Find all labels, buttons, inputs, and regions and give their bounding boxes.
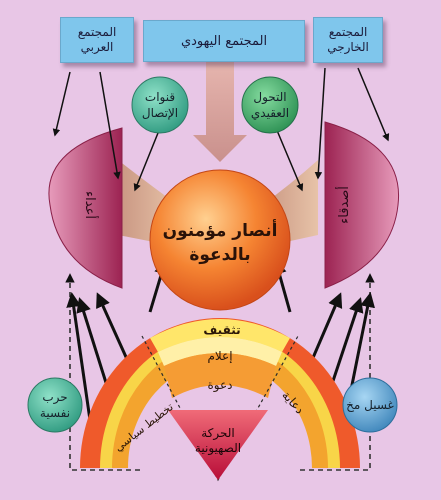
- arab-community-line-1: المجتمع: [77, 25, 117, 39]
- arrow-dome-to-enemies-1: [66, 292, 92, 421]
- arrow-ideology-to-cone: [275, 127, 304, 192]
- feedback-loop-left: [65, 273, 140, 471]
- ideology-label-1: التحول: [253, 90, 286, 105]
- foreign-community-line-2: الخارجي: [327, 40, 369, 54]
- feedback-loop-right: [300, 273, 375, 471]
- center-label-2: بالدعوة: [189, 245, 250, 265]
- zionist-label-2: الصهيونية: [195, 441, 241, 456]
- arrow-foreign-to-friends: [357, 67, 390, 142]
- psychological-war-label-1: حرب: [42, 390, 67, 405]
- channels-label-1: قنوات: [145, 90, 175, 105]
- dome-call-band: [164, 353, 276, 398]
- education-label: تثقيف: [203, 323, 240, 337]
- enemies-label: أعداء: [82, 191, 99, 219]
- foreign-community-box: المجتمع الخارجي: [313, 17, 383, 63]
- jewish-community-label: المجتمع اليهودي: [180, 33, 268, 49]
- channels-label-2: الإتصال: [142, 106, 178, 120]
- foreign-community-line-1: المجتمع: [328, 25, 368, 39]
- center-label-1: أنصار مؤمنون: [163, 219, 278, 241]
- jewish-community-box: المجتمع اليهودي: [143, 20, 305, 62]
- channels-circle: [131, 76, 189, 134]
- ideology-circle: [241, 76, 299, 134]
- friends-label: أصدقاء: [335, 186, 352, 224]
- call-label: دعوة: [208, 378, 233, 393]
- arrow-foreign-to-cone: [314, 67, 326, 180]
- center-circle: [149, 169, 291, 311]
- dome-top-cap: [150, 319, 290, 352]
- arrow-channels-to-cone: [133, 127, 161, 192]
- arab-community-box: المجتمع العربي: [60, 17, 134, 63]
- friends-lens: [324, 121, 400, 289]
- zionist-triangle: [168, 410, 268, 480]
- psychological-war-circle: [27, 377, 83, 433]
- dome-outer: [80, 318, 360, 468]
- arrow-arab-to-enemies: [52, 71, 71, 137]
- ideology-label-2: العقيدي: [251, 106, 289, 120]
- media-label: إعلام: [207, 349, 232, 363]
- dome-inner-band: [158, 337, 282, 366]
- enemies-lens: [48, 127, 123, 289]
- psychological-war-label-2: نفسية: [40, 406, 70, 420]
- brainwashing-label: غسيل مخ: [346, 398, 394, 412]
- zionist-label-1: الحركة: [201, 426, 235, 441]
- arrow-arab-to-cone: [99, 71, 121, 180]
- arab-community-line-2: العربي: [80, 40, 114, 54]
- brainwashing-circle: [342, 377, 398, 433]
- jewish-community-arrow: [193, 62, 247, 162]
